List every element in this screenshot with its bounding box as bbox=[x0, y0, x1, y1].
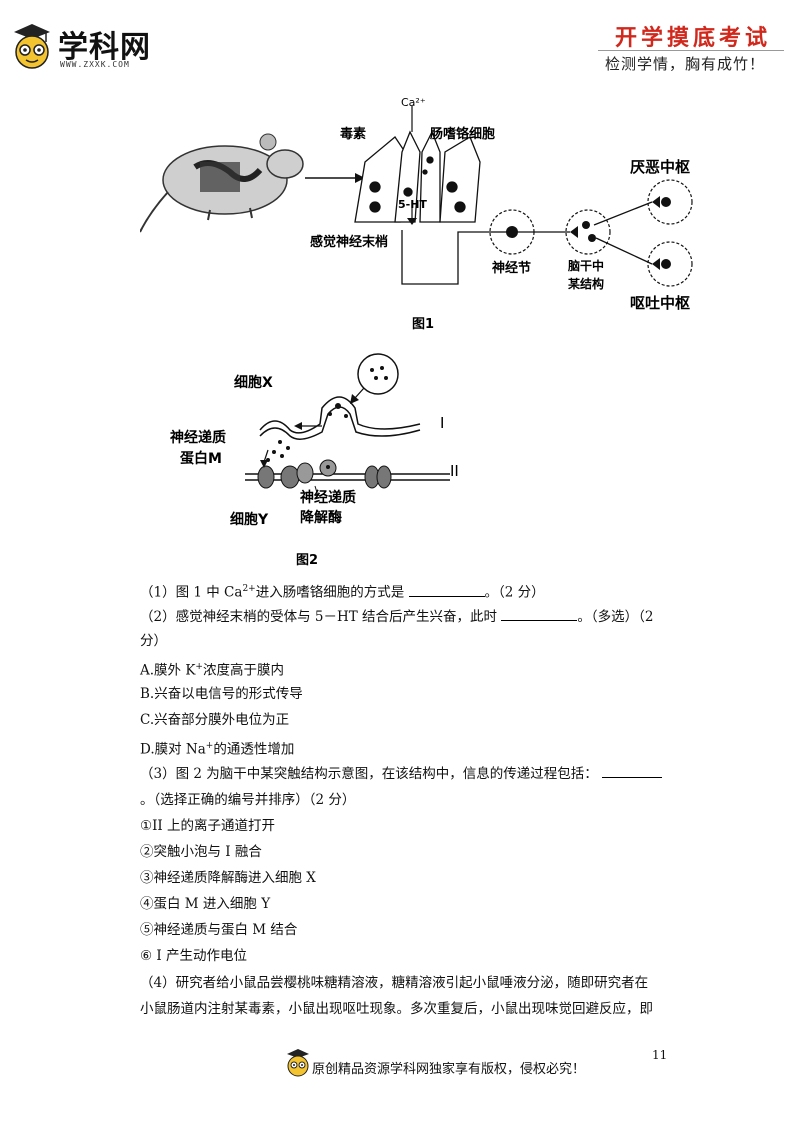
answer-blank-q3[interactable] bbox=[602, 765, 663, 778]
protein-m-receptor bbox=[257, 465, 275, 489]
question-3: （3）图 2 为脑干中某突触结构示意图，在该结构中，信息的传递过程包括： bbox=[140, 765, 663, 783]
fig2-enzyme-label-1: 神经递质 bbox=[300, 489, 356, 506]
fig1-vomit-label: 呕吐中枢 bbox=[630, 294, 690, 312]
mouse-illustration bbox=[139, 133, 304, 233]
q3-option-4: ④蛋白 M 进入细胞 Y bbox=[140, 896, 271, 912]
fig1-sensory-label: 感觉神经末梢 bbox=[310, 234, 388, 250]
fig2-cell-x-label: 细胞X bbox=[234, 374, 273, 391]
fig1-ca-label: Ca²⁺ bbox=[401, 96, 426, 109]
figure-2: 细胞X 神经递质 蛋白M 神经递质 降解酶 细胞Y I II 图2 bbox=[150, 346, 490, 576]
fig2-membrane-1-label: I bbox=[440, 414, 444, 432]
question-2-line-2: 分） bbox=[140, 633, 167, 649]
fig1-brainstem-label-2: 某结构 bbox=[568, 276, 604, 291]
logo-text: 学科网 bbox=[58, 30, 151, 65]
fig1-toxin-label: 毒素 bbox=[340, 126, 366, 142]
fig2-membrane-2-label: II bbox=[450, 462, 459, 480]
q2-option-d: D.膜对 Na+的通透性增加 bbox=[140, 741, 295, 758]
enterochromaffin-cells bbox=[354, 130, 481, 223]
q3-option-2: ②突触小泡与 I 融合 bbox=[140, 844, 262, 860]
figure-1-diagram: Ca²⁺ 毒素 肠嗜铬细胞 5-HT 感觉神经末梢 神经节 脑干中 某结构 厌恶… bbox=[139, 96, 693, 332]
answer-blank-q1[interactable] bbox=[408, 584, 485, 597]
question-1: （1）图 1 中 Ca2+进入肠嗜铬细胞的方式是 。（2 分） bbox=[140, 584, 545, 601]
logo-url: WWW.ZXXK.COM bbox=[60, 60, 130, 69]
disgust-center-node bbox=[647, 179, 693, 225]
q3-option-5: ⑤神经递质与蛋白 M 结合 bbox=[140, 922, 298, 938]
q3-option-3: ③神经递质降解酶进入细胞 X bbox=[140, 870, 316, 886]
question-4-line-2: 小鼠肠道内注射某毒素，小鼠出现呕吐现象。多次重复后，小鼠出现味觉回避反应，即 bbox=[140, 1001, 653, 1017]
fig1-5ht-label: 5-HT bbox=[398, 198, 427, 211]
question-3-line-2: 。（选择正确的编号并排序）（2 分） bbox=[140, 792, 356, 808]
header: 学科网 WWW.ZXXK.COM 开学摸底考试 检测学情，胸有成竹！ bbox=[0, 0, 800, 80]
question-2: （2）感觉神经末梢的受体与 5－HT 结合后产生兴奋，此时 。（多选）（2 bbox=[140, 608, 654, 625]
fig1-brainstem-label-1: 脑干中 bbox=[567, 258, 604, 273]
fig2-cell-y-label: 细胞Y bbox=[230, 511, 269, 528]
figure-1: Ca²⁺ 毒素 肠嗜铬细胞 5-HT 感觉神经末梢 神经节 脑干中 某结构 厌恶… bbox=[139, 92, 700, 342]
footer: 原创精品资源学科网独家享有版权，侵权必究！ 11 bbox=[0, 1040, 800, 1100]
answer-blank-q2[interactable] bbox=[501, 608, 578, 621]
question-4: （4）研究者给小鼠品尝樱桃味糖精溶液，糖精溶液引起小鼠唾液分泌，随即研究者在 bbox=[140, 975, 649, 991]
footer-copyright: 原创精品资源学科网独家享有版权，侵权必究！ bbox=[312, 1062, 586, 1077]
figure-2-caption: 图2 bbox=[296, 553, 318, 568]
header-divider bbox=[598, 50, 784, 51]
fig2-enzyme-label-2: 降解酶 bbox=[300, 509, 342, 526]
figure-1-caption: 图1 bbox=[412, 317, 434, 332]
exam-title: 开学摸底考试 bbox=[615, 25, 772, 51]
fig2-nt-label: 神经递质 bbox=[170, 429, 226, 446]
fig1-disgust-label: 厌恶中枢 bbox=[630, 158, 690, 176]
fig1-ganglion-label: 神经节 bbox=[492, 260, 531, 276]
exam-subtitle: 检测学情，胸有成竹！ bbox=[605, 55, 766, 73]
q2-option-a: A.膜外 K+浓度高于膜内 bbox=[140, 662, 284, 679]
figure-2-diagram: 细胞X 神经递质 蛋白M 神经递质 降解酶 细胞Y I II 图2 bbox=[170, 353, 459, 568]
q3-option-6: ⑥ I 产生动作电位 bbox=[140, 948, 248, 964]
logo-mascot-icon bbox=[14, 24, 50, 69]
fig2-protein-m-label: 蛋白M bbox=[180, 450, 222, 467]
page-number: 11 bbox=[652, 1048, 668, 1062]
brainstem-node bbox=[565, 209, 611, 255]
fig1-cell-label: 肠嗜铬细胞 bbox=[430, 126, 495, 142]
footer-mascot-icon bbox=[287, 1049, 309, 1077]
q2-option-c: C.兴奋部分膜外电位为正 bbox=[140, 712, 290, 728]
q2-option-b: B.兴奋以电信号的形式传导 bbox=[140, 686, 303, 702]
vomit-center-node bbox=[647, 241, 693, 287]
synaptic-vesicle bbox=[357, 353, 399, 395]
q3-option-1: ①II 上的离子通道打开 bbox=[140, 818, 276, 834]
